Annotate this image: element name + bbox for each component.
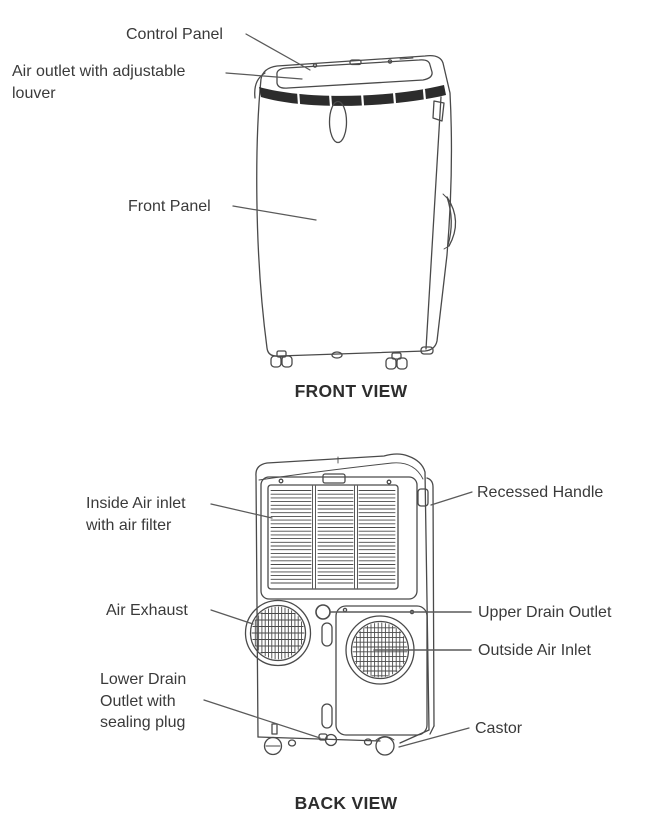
air-outlet-adjustable-louver [259, 59, 446, 108]
air-exhaust-grille [244, 599, 312, 667]
front-leader-lines [225, 33, 317, 221]
back-body [255, 453, 430, 738]
leader-front-panel [232, 205, 317, 221]
front-body [256, 55, 453, 357]
label-air-outlet-louver: Air outlet with adjustable louver [12, 63, 186, 102]
back-leader-lines [203, 491, 473, 748]
castor-wheel-left [263, 736, 283, 756]
leader-lower-drain [203, 699, 321, 739]
leader-control-panel [245, 33, 311, 71]
front-unit-drawing [254, 55, 457, 370]
recessed-handle [417, 488, 429, 507]
back-unit-drawing [244, 453, 435, 756]
lower-slot [321, 703, 333, 729]
lower-drain-outlet [324, 733, 338, 747]
leader-air-exhaust [210, 609, 254, 625]
label-recessed-handle: Recessed Handle [477, 484, 604, 501]
side-recessed-handle [442, 193, 457, 250]
label-front-panel: Front Panel [128, 198, 211, 215]
back-side-strip [426, 477, 435, 727]
control-panel-area [312, 57, 414, 68]
label-upper-drain-outlet: Upper Drain Outlet [478, 604, 612, 621]
filter-grille-slats [270, 490, 396, 584]
leader-castor [398, 727, 470, 748]
leader-recessed-handle [430, 491, 473, 506]
castor-wheel-right [375, 736, 395, 756]
back-view-caption: BACK VIEW [294, 793, 398, 813]
leader-inside-air-inlet [210, 503, 273, 519]
label-lower-drain-outlet: Lower Drain Outlet with sealing plug [100, 671, 187, 731]
front-castors [270, 346, 434, 370]
label-castor: Castor [475, 720, 523, 737]
front-view-caption: FRONT VIEW [294, 381, 408, 401]
label-outside-air-inlet: Outside Air Inlet [478, 642, 591, 659]
upper-drain-outlet [315, 604, 331, 620]
label-control-panel: Control Panel [126, 26, 223, 43]
side-notch [432, 100, 445, 122]
outside-air-inlet-panel [335, 605, 428, 736]
back-top-inner-line [258, 462, 424, 481]
front-face-edge [425, 96, 442, 350]
louver-band [259, 85, 446, 106]
inside-air-inlet-filter [260, 473, 418, 600]
upper-slot [321, 622, 333, 647]
front-panel-oval [328, 100, 348, 144]
label-inside-air-inlet: Inside Air inlet with air filter [86, 495, 186, 534]
back-castors-and-drain [263, 723, 395, 756]
label-air-exhaust: Air Exhaust [106, 602, 188, 619]
leader-air-outlet [225, 72, 303, 80]
